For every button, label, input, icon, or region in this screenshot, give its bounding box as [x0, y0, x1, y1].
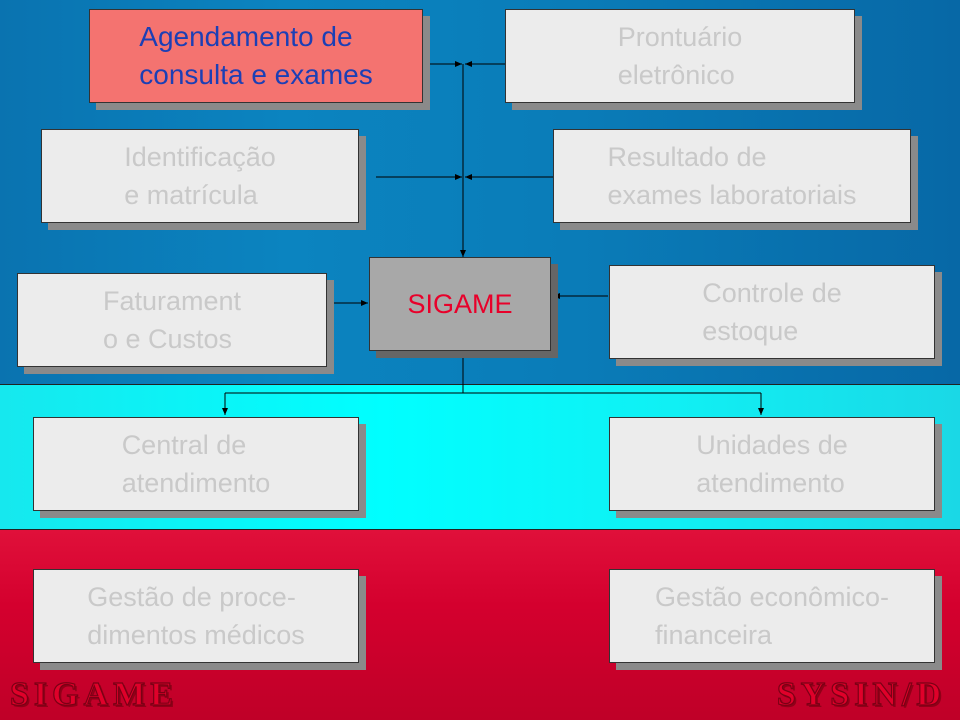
identificacao-label: Identificação e matrícula: [124, 142, 276, 210]
sigame-box: SIGAME: [369, 257, 551, 351]
agendamento-box: Agendamento de consulta e exames: [89, 9, 423, 103]
resultado-label: Resultado de exames laboratoriais: [607, 142, 857, 210]
controle-label: Controle de estoque: [702, 278, 842, 346]
prontuario-label: Prontuário eletrônico: [617, 22, 743, 90]
gestao-procedimentos-label: Gestão de proce- dimentos médicos: [87, 582, 305, 650]
faturamento-box: Faturament o e Custos: [17, 273, 327, 367]
faturamento-label: Faturament o e Custos: [102, 286, 242, 354]
gestao-economica-label: Gestão econômico- financeira: [654, 582, 890, 650]
identificacao-box: Identificação e matrícula: [41, 129, 359, 223]
unidades-box: Unidades de atendimento: [609, 417, 935, 511]
agendamento-label: Agendamento de consulta e exames: [139, 21, 373, 90]
sigame-label: SIGAME: [407, 289, 513, 319]
watermark-left: SIGAME: [9, 675, 178, 713]
unidades-label: Unidades de atendimento: [696, 430, 848, 498]
resultado-box: Resultado de exames laboratoriais: [553, 129, 911, 223]
controle-box: Controle de estoque: [609, 265, 935, 359]
gestao-procedimentos-box: Gestão de proce- dimentos médicos: [33, 569, 359, 663]
prontuario-box: Prontuário eletrônico: [505, 9, 855, 103]
central-box: Central de atendimento: [33, 417, 359, 511]
central-label: Central de atendimento: [121, 430, 271, 498]
gestao-economica-box: Gestão econômico- financeira: [609, 569, 935, 663]
watermark-right: SYSIN/D: [776, 675, 946, 713]
